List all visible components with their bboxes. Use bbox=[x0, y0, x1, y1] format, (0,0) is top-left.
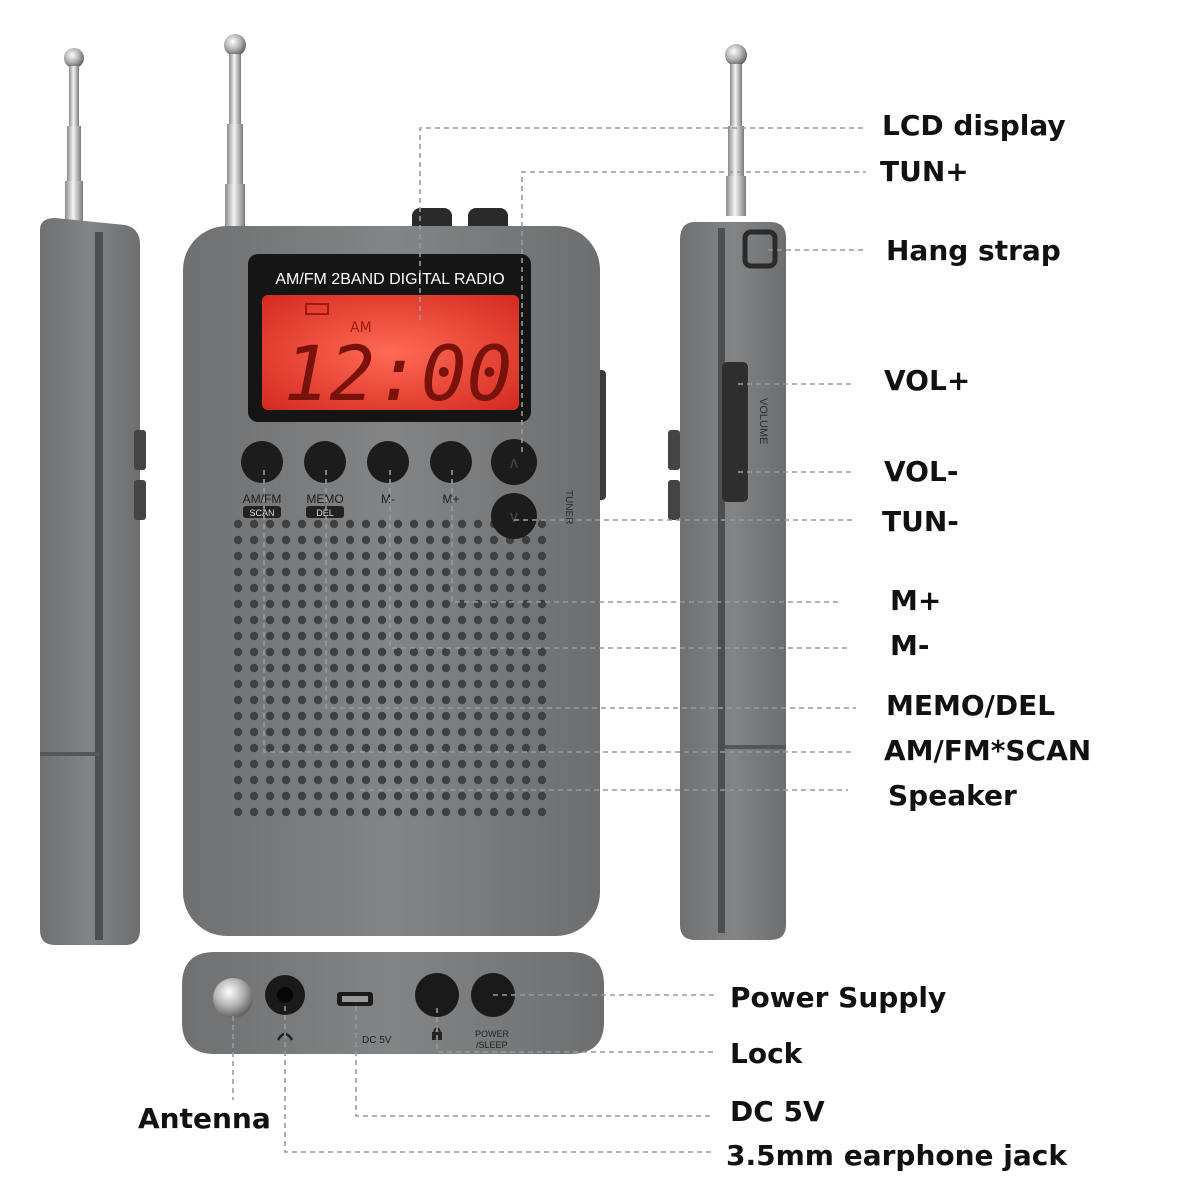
callout-m-minus: M- bbox=[890, 629, 930, 662]
tuner-up-button[interactable] bbox=[491, 439, 537, 485]
front-button[interactable] bbox=[241, 441, 283, 483]
front-button-label: M+ bbox=[442, 492, 459, 506]
left-side-view bbox=[40, 48, 146, 945]
callout-dc-5v: DC 5V bbox=[730, 1095, 825, 1128]
front-button-label: M- bbox=[381, 492, 395, 506]
chevron-down-icon: ∨ bbox=[508, 507, 520, 526]
leader-line bbox=[263, 470, 852, 753]
side-button-icon bbox=[134, 430, 146, 470]
callout-tun-minus: TUN- bbox=[882, 505, 959, 538]
front-button-sublabel: SCAN bbox=[249, 508, 274, 518]
power-label-line2: /SLEEP bbox=[476, 1040, 508, 1050]
dc-port-label: DC 5V bbox=[362, 1035, 392, 1046]
leader-line bbox=[451, 470, 838, 603]
leader-lines bbox=[232, 127, 866, 1153]
callout-tun-plus: TUN+ bbox=[880, 155, 969, 188]
front-button-sublabel: DEL bbox=[316, 508, 334, 518]
side-body bbox=[40, 218, 140, 945]
antenna-tip-icon bbox=[64, 48, 84, 68]
speaker-grille bbox=[232, 518, 552, 818]
side-button-icon bbox=[134, 480, 146, 520]
lcd-band: AM bbox=[350, 320, 372, 336]
callout-lock: Lock bbox=[730, 1037, 803, 1070]
antenna-base-icon bbox=[213, 978, 253, 1018]
front-buttons: AM/FM SCAN MEMO DEL M- M+ ∧ ∨ bbox=[241, 439, 537, 539]
callout-earphone-jack: 3.5mm earphone jack bbox=[726, 1139, 1067, 1172]
hang-strap-icon bbox=[742, 229, 778, 269]
callout-lcd-display: LCD display bbox=[882, 109, 1066, 142]
power-label-line1: POWER bbox=[475, 1029, 510, 1039]
callout-speaker: Speaker bbox=[888, 779, 1017, 812]
volume-label: VOLUME bbox=[757, 398, 769, 444]
tuner-down-button[interactable] bbox=[491, 493, 537, 539]
right-side-view bbox=[668, 44, 786, 940]
callout-vol-minus: VOL- bbox=[884, 455, 959, 488]
leader-line bbox=[325, 470, 856, 709]
callout-hang-strap: Hang strap bbox=[886, 234, 1061, 267]
callout-am-fm-scan: AM/FM*SCAN bbox=[884, 734, 1092, 767]
volume-rocker bbox=[722, 362, 748, 502]
front-button[interactable] bbox=[304, 441, 346, 483]
front-button-label: AM/FM bbox=[243, 492, 282, 506]
front-button[interactable] bbox=[430, 441, 472, 483]
leader-line bbox=[521, 171, 866, 452]
callout-antenna: Antenna bbox=[138, 1102, 271, 1135]
leader-line bbox=[355, 1006, 714, 1117]
callout-m-plus: M+ bbox=[890, 584, 942, 617]
leader-line bbox=[419, 127, 866, 320]
lcd-time: 12:00 bbox=[284, 329, 513, 418]
callout-power-supply: Power Supply bbox=[730, 981, 947, 1014]
chevron-up-icon: ∧ bbox=[508, 453, 520, 472]
bottom-view bbox=[182, 952, 604, 1054]
side-body bbox=[680, 222, 786, 940]
front-view bbox=[183, 34, 606, 936]
callout-memo-del: MEMO/DEL bbox=[886, 689, 1056, 722]
battery-icon bbox=[305, 303, 329, 315]
leader-line bbox=[436, 1008, 714, 1053]
tuner-label: TUNER bbox=[563, 490, 574, 524]
leader-line bbox=[284, 1006, 714, 1153]
lcd-title: AM/FM 2BAND DIGITAL RADIO bbox=[275, 271, 504, 288]
front-button-label: MEMO bbox=[306, 492, 343, 506]
callout-vol-plus: VOL+ bbox=[884, 364, 971, 397]
lock-switch-icon bbox=[415, 973, 459, 1017]
front-button[interactable] bbox=[367, 441, 409, 483]
lcd-screen bbox=[262, 295, 519, 410]
